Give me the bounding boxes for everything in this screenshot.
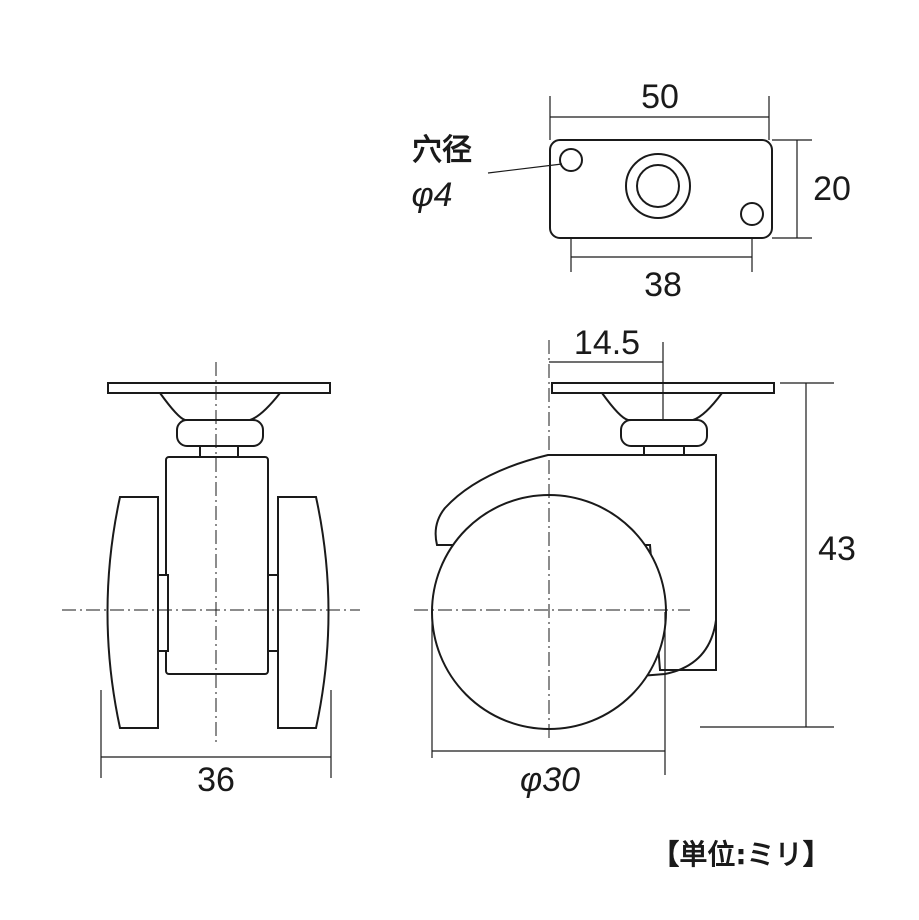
front-right-hub bbox=[267, 574, 279, 652]
side-offset-label: 14.5 bbox=[574, 324, 640, 362]
side-height-label: 43 bbox=[818, 530, 856, 568]
plate-width-label: 50 bbox=[641, 78, 679, 116]
front-flange bbox=[158, 392, 283, 421]
side-stem-collar bbox=[620, 419, 708, 447]
plate-top-view: 50 20 38 穴径 φ4 bbox=[411, 78, 850, 304]
unit-note: 【単位:ミリ】 bbox=[651, 838, 830, 871]
mounting-hole-left bbox=[559, 148, 583, 172]
hole-note-title: 穴径 bbox=[412, 133, 472, 168]
front-right-wheel bbox=[277, 496, 330, 729]
front-stem-collar bbox=[176, 419, 264, 447]
front-left-wheel bbox=[106, 496, 159, 729]
side-fork-rear bbox=[639, 455, 717, 677]
hole-note-leader bbox=[487, 163, 563, 174]
mounting-hole-right bbox=[740, 202, 764, 226]
side-flange bbox=[600, 392, 724, 421]
caster-front-view: 36 bbox=[62, 362, 360, 799]
wheel-diameter-label: φ30 bbox=[520, 761, 580, 799]
front-width-label: 36 bbox=[197, 761, 235, 799]
front-left-hub bbox=[157, 574, 169, 652]
hole-pitch-label: 38 bbox=[644, 266, 682, 304]
plate-outline bbox=[549, 139, 773, 239]
caster-side-view: 14.5 43 φ30 bbox=[414, 324, 856, 799]
front-body bbox=[165, 456, 269, 675]
plate-height-label: 20 bbox=[813, 170, 851, 208]
stem-outer-circle bbox=[625, 153, 691, 219]
stem-inner-circle bbox=[636, 164, 680, 208]
front-top-plate bbox=[107, 382, 331, 394]
hole-note-diameter: φ4 bbox=[411, 176, 452, 214]
